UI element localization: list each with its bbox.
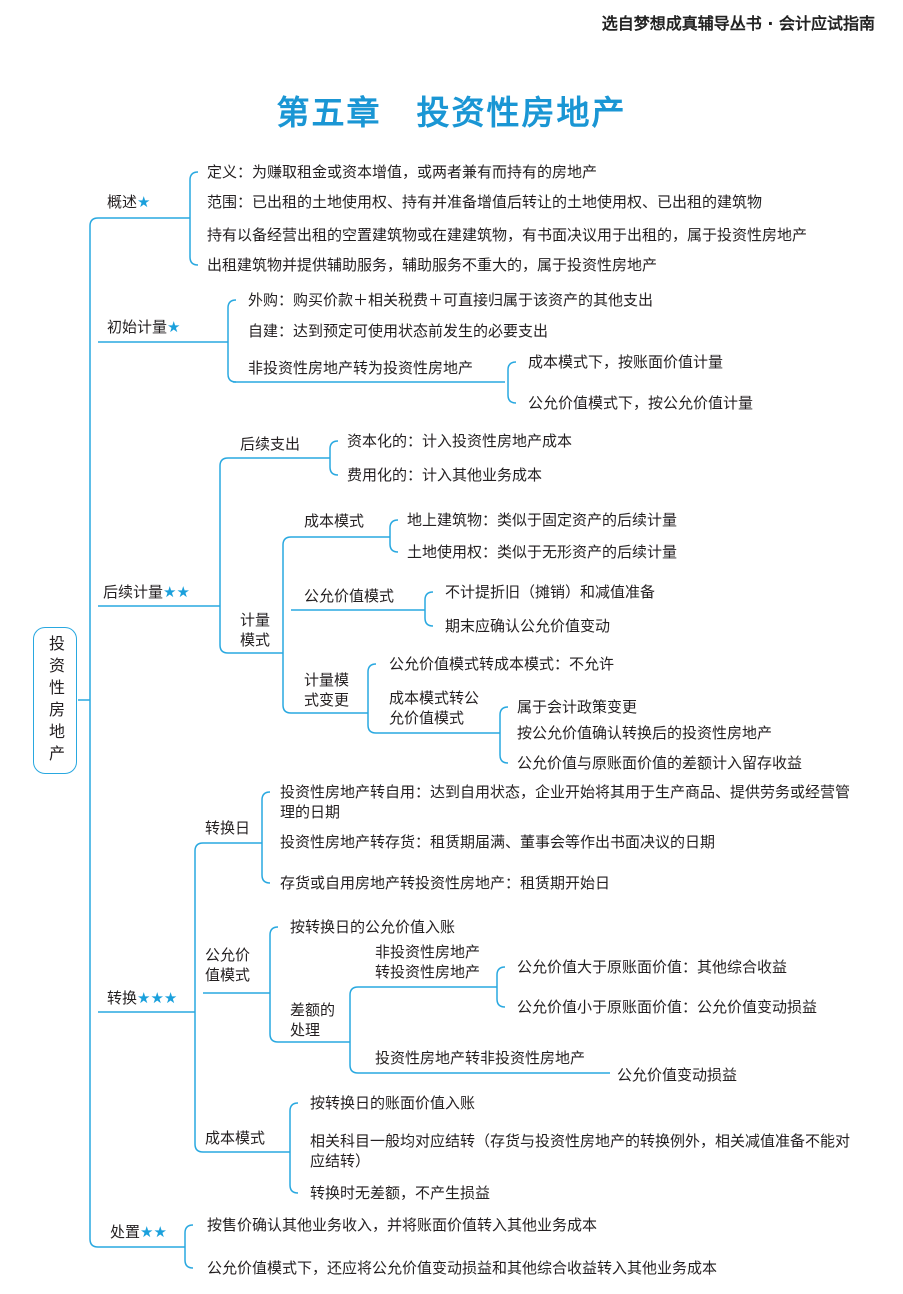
initial-conversion-item: 成本模式下，按账面价值计量 bbox=[528, 353, 724, 371]
connector-line bbox=[282, 536, 292, 714]
connector-line bbox=[349, 986, 359, 1074]
star-icon: ★★ bbox=[140, 1223, 167, 1241]
initial-item: 外购：购买价款＋相关税费＋可直接归属于该资产的其他支出 bbox=[248, 291, 654, 309]
from-investment-result: 公允价值变动损益 bbox=[617, 1066, 738, 1084]
connector-line bbox=[219, 457, 229, 654]
branch-initial: 初始计量★ bbox=[107, 317, 180, 337]
disposal-item: 公允价值模式下，还应将公允价值变动损益和其他综合收益转入其他业务成本 bbox=[207, 1259, 718, 1277]
branch-subsequent: 后续计量★★ bbox=[103, 582, 190, 602]
expenditure-item: 资本化的：计入投资性房地产成本 bbox=[347, 432, 573, 450]
conversion-date-item: 投资性房地产转存货：租赁期届满、董事会等作出书面决议的日期 bbox=[280, 833, 716, 851]
branch-disposal: 处置★★ bbox=[110, 1222, 167, 1242]
to-investment-label: 转投资性房地产 bbox=[375, 963, 481, 981]
expenditure-item: 费用化的：计入其他业务成本 bbox=[347, 466, 543, 484]
connector-line bbox=[89, 217, 99, 1248]
conversion-fair-item: 按转换日的公允价值入账 bbox=[290, 918, 456, 936]
fair-model-label: 公允价值模式 bbox=[304, 587, 395, 605]
overview-item: 持有以备经营出租的空置建筑物或在建建筑物，有书面决议用于出租的，属于投资性房地产 bbox=[207, 226, 808, 244]
overview-item: 定义：为赚取租金或资本增值，或两者兼有而持有的房地产 bbox=[207, 163, 598, 181]
connector-line bbox=[189, 171, 199, 266]
root-node: 投资性房地产 bbox=[33, 627, 77, 774]
connector-line bbox=[261, 791, 271, 884]
connector-line bbox=[194, 842, 204, 1153]
connector-line bbox=[496, 966, 506, 1008]
connector-line bbox=[424, 591, 434, 627]
disposal-item: 按售价确认其他业务收入，并将账面价值转入其他业务成本 bbox=[207, 1216, 598, 1234]
conversion-date-item: 投资性房地产转自用：达到自用状态，企业开始将其用于生产商品、提供劳务或经营管理的… bbox=[280, 783, 851, 821]
cost-to-fair-item: 属于会计政策变更 bbox=[517, 698, 638, 716]
branch-label: 转换 bbox=[107, 989, 138, 1007]
overview-item: 范围：已出租的土地使用权、持有并准备增值后转让的土地使用权、已出租的建筑物 bbox=[207, 193, 763, 211]
connector-line bbox=[329, 440, 339, 476]
to-investment-item: 公允价值小于原账面价值：公允价值变动损益 bbox=[517, 998, 818, 1016]
cost-to-fair-item: 按公允价值确认转换后的投资性房地产 bbox=[517, 724, 773, 742]
star-icon: ★★★ bbox=[137, 989, 178, 1007]
fair-model-item: 期末应确认公允价值变动 bbox=[445, 617, 611, 635]
model-change-label: 计量模 bbox=[304, 671, 350, 689]
root-label: 投资性房地产 bbox=[46, 634, 65, 767]
connector-line bbox=[389, 519, 399, 553]
conversion-cost-item: 按转换日的账面价值入账 bbox=[310, 1094, 476, 1112]
branch-overview: 概述★ bbox=[107, 192, 150, 212]
conversion-cost-item: 相关科目一般均对应结转（存货与投资性房地产的转换例外，相关减值准备不能对应结转） bbox=[310, 1132, 851, 1170]
conversion-date-item: 存货或自用房地产转投资性房地产：租赁期开始日 bbox=[280, 874, 611, 892]
to-investment-label: 非投资性房地产 bbox=[375, 943, 481, 961]
conversion-date-label: 转换日 bbox=[205, 819, 251, 837]
from-investment-label: 投资性房地产转非投资性房地产 bbox=[375, 1049, 586, 1067]
connector-line bbox=[367, 663, 377, 734]
star-icon: ★ bbox=[137, 193, 151, 211]
initial-conversion-item: 公允价值模式下，按公允价值计量 bbox=[528, 394, 754, 412]
branch-label: 概述 bbox=[107, 193, 138, 211]
connector-line bbox=[507, 361, 517, 404]
cost-to-fair-label: 允价值模式 bbox=[389, 709, 465, 727]
conversion-cost-item: 转换时无差额，不产生损益 bbox=[310, 1184, 491, 1202]
to-investment-item: 公允价值大于原账面价值：其他综合收益 bbox=[517, 958, 788, 976]
subsequent-expenditure-label: 后续支出 bbox=[240, 435, 301, 453]
initial-item: 非投资性房地产转为投资性房地产 bbox=[248, 359, 474, 377]
book-series-header: 选自梦想成真辅导丛书 · 会计应试指南 bbox=[601, 14, 875, 33]
page-title: 第五章 投资性房地产 bbox=[276, 93, 627, 132]
conversion-fair-label: 值模式 bbox=[205, 966, 251, 984]
branch-label: 后续计量 bbox=[103, 583, 164, 601]
cost-to-fair-label: 成本模式转公 bbox=[389, 689, 480, 707]
difference-label: 差额的 bbox=[290, 1001, 336, 1019]
cost-to-fair-item: 公允价值与原账面价值的差额计入留存收益 bbox=[517, 754, 803, 772]
connector-line bbox=[184, 1224, 194, 1269]
connector-line bbox=[269, 926, 279, 1043]
cost-model-label: 成本模式 bbox=[304, 512, 365, 530]
model-change-label: 式变更 bbox=[304, 691, 350, 709]
measurement-model-label: 计量 bbox=[240, 611, 271, 629]
model-change-item: 公允价值模式转成本模式：不允许 bbox=[389, 655, 615, 673]
overview-item: 出租建筑物并提供辅助服务，辅助服务不重大的，属于投资性房地产 bbox=[207, 256, 658, 274]
difference-label: 处理 bbox=[290, 1021, 321, 1039]
branch-conversion: 转换★★★ bbox=[107, 988, 177, 1008]
initial-item: 自建：达到预定可使用状态前发生的必要支出 bbox=[248, 322, 549, 340]
branch-label: 初始计量 bbox=[107, 318, 168, 336]
connector-line bbox=[289, 1102, 299, 1194]
cost-model-item: 土地使用权：类似于无形资产的后续计量 bbox=[407, 543, 678, 561]
branch-label: 处置 bbox=[110, 1223, 141, 1241]
connector-line bbox=[227, 299, 237, 383]
cost-model-item: 地上建筑物：类似于固定资产的后续计量 bbox=[407, 511, 678, 529]
star-icon: ★ bbox=[167, 318, 181, 336]
conversion-fair-label: 公允价 bbox=[205, 946, 251, 964]
measurement-model-label: 模式 bbox=[240, 631, 271, 649]
fair-model-item: 不计提折旧（摊销）和减值准备 bbox=[445, 583, 656, 601]
conversion-cost-label: 成本模式 bbox=[205, 1129, 266, 1147]
connector-line bbox=[499, 706, 509, 764]
star-icon: ★★ bbox=[163, 583, 190, 601]
